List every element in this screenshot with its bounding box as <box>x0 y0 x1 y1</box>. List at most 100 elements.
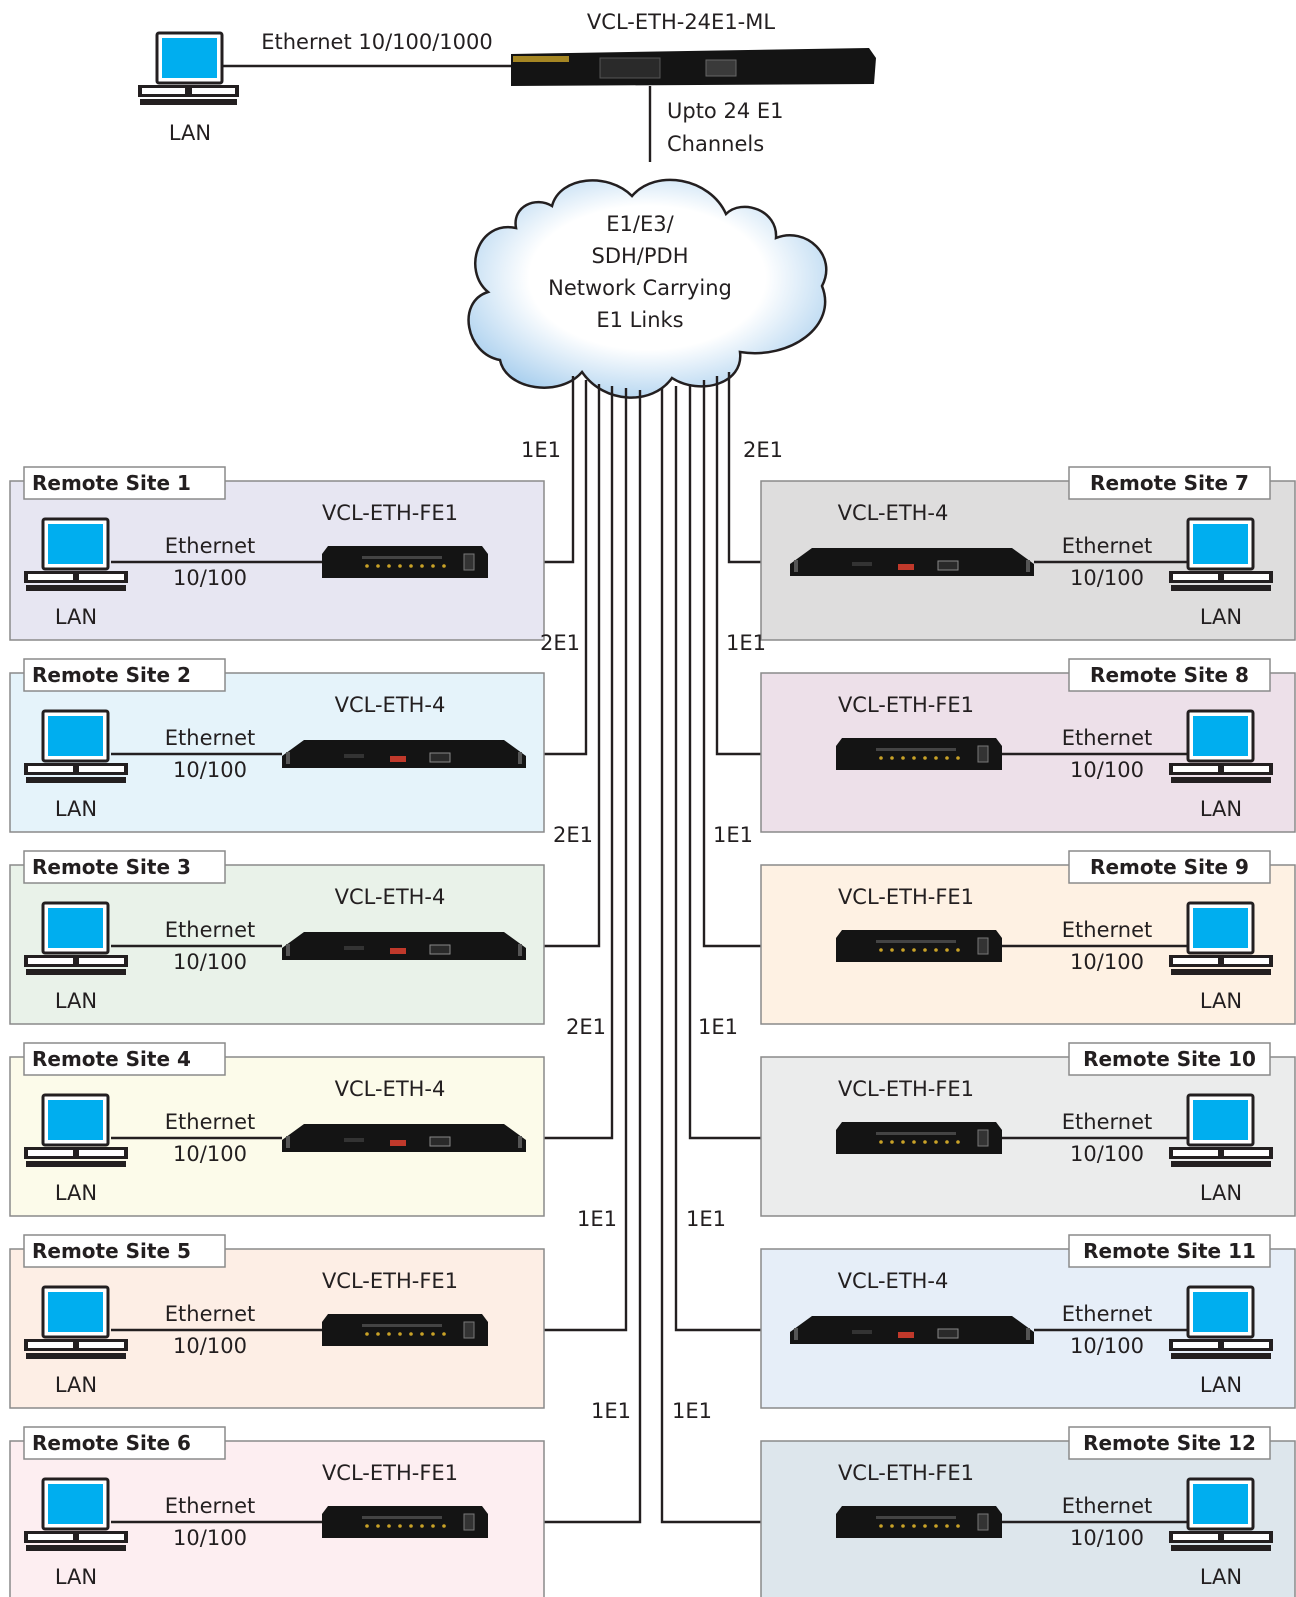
desktop-computer-icon <box>1169 901 1273 975</box>
desktop-computer-icon <box>1169 1477 1273 1551</box>
site-ethernet-label: Ethernet <box>165 726 255 750</box>
e1-link-label: 1E1 <box>726 631 766 655</box>
desktop-computer-icon <box>1169 1093 1273 1167</box>
site-device-label: VCL-ETH-FE1 <box>322 1269 458 1293</box>
vcl-eth-24e1-ml-device-icon <box>511 48 876 86</box>
site-ethernet-speed-label: 10/100 <box>173 758 247 782</box>
vcl-eth-4-device-icon <box>790 548 1034 576</box>
remote-site-3: Remote Site 3LANVCL-ETH-4Ethernet10/1002… <box>9 823 593 1025</box>
vcl-eth-4-device-icon <box>282 1124 526 1152</box>
site-lan-label: LAN <box>55 1373 97 1397</box>
site-device-label: VCL-ETH-4 <box>335 693 446 717</box>
site-title-tab <box>23 1426 226 1460</box>
vcl-eth-4-device-icon <box>282 932 526 960</box>
site-ethernet-speed-label: 10/100 <box>173 1142 247 1166</box>
hub-device-label: VCL-ETH-24E1-ML <box>587 10 775 34</box>
vcl-eth-fe1-device-icon <box>836 930 1002 962</box>
site-ethernet-label: Ethernet <box>1062 918 1152 942</box>
site-ethernet-speed-label: 10/100 <box>173 1334 247 1358</box>
site-device-label: VCL-ETH-4 <box>838 501 949 525</box>
site-title-tab <box>23 466 226 500</box>
site-title: Remote Site 11 <box>1083 1239 1256 1263</box>
e1-link-label: 1E1 <box>591 1399 631 1423</box>
link-wire-site-4 <box>544 386 614 1140</box>
site-title: Remote Site 9 <box>1090 855 1249 879</box>
network-cloud-icon: E1/E3/ SDH/PDH Network Carrying E1 Links <box>467 178 828 399</box>
vcl-eth-fe1-device-icon <box>836 1506 1002 1538</box>
e1-link-label: 1E1 <box>686 1207 726 1231</box>
site-title-tab <box>1068 466 1271 500</box>
site-lan-label: LAN <box>55 1181 97 1205</box>
site-ethernet-speed-label: 10/100 <box>1070 1142 1144 1166</box>
site-device-label: VCL-ETH-FE1 <box>838 1461 974 1485</box>
site-ethernet-label: Ethernet <box>165 1110 255 1134</box>
site-ethernet-speed-label: 10/100 <box>173 950 247 974</box>
cloud-label-1: E1/E3/ <box>606 212 674 236</box>
link-wire-site-6 <box>544 390 642 1524</box>
site-ethernet-label: Ethernet <box>165 918 255 942</box>
site-title: Remote Site 1 <box>32 471 191 495</box>
e1-link-label: 1E1 <box>672 1399 712 1423</box>
site-title-tab <box>1068 1042 1271 1076</box>
remote-site-8: Remote Site 8LANVCL-ETH-FE1Ethernet10/10… <box>726 631 1296 833</box>
site-ethernet-speed-label: 10/100 <box>1070 758 1144 782</box>
remote-site-9: Remote Site 9LANVCL-ETH-FE1Ethernet10/10… <box>713 823 1296 1025</box>
site-lan-label: LAN <box>1200 1181 1242 1205</box>
vcl-eth-fe1-device-icon <box>322 1314 488 1346</box>
site-title-tab <box>1068 850 1271 884</box>
site-device-label: VCL-ETH-FE1 <box>322 1461 458 1485</box>
site-title: Remote Site 4 <box>32 1047 191 1071</box>
vcl-eth-fe1-device-icon <box>836 1122 1002 1154</box>
remote-site-7: Remote Site 7LANVCL-ETH-4Ethernet10/1002… <box>743 438 1296 641</box>
site-lan-label: LAN <box>55 989 97 1013</box>
site-title: Remote Site 6 <box>32 1431 191 1455</box>
vcl-eth-4-device-icon <box>282 740 526 768</box>
remote-site-10: Remote Site 10LANVCL-ETH-FE1Ethernet10/1… <box>698 1015 1296 1217</box>
vcl-eth-fe1-device-icon <box>322 1506 488 1538</box>
site-title: Remote Site 10 <box>1083 1047 1256 1071</box>
hub-lan-label: LAN <box>169 121 211 145</box>
site-ethernet-speed-label: 10/100 <box>1070 950 1144 974</box>
hub-ethernet-label: Ethernet 10/100/1000 <box>261 30 493 54</box>
site-title: Remote Site 3 <box>32 855 191 879</box>
site-ethernet-label: Ethernet <box>165 1302 255 1326</box>
site-title: Remote Site 5 <box>32 1239 191 1263</box>
link-wire-site-2 <box>544 380 588 756</box>
desktop-computer-icon <box>1169 1285 1273 1359</box>
desktop-computer-icon <box>24 517 128 591</box>
site-ethernet-label: Ethernet <box>1062 1302 1152 1326</box>
cloud-label-4: E1 Links <box>596 308 683 332</box>
site-device-label: VCL-ETH-4 <box>335 1077 446 1101</box>
site-title-tab <box>1068 1426 1271 1460</box>
remote-site-6: Remote Site 6LANVCL-ETH-FE1Ethernet10/10… <box>9 1399 631 1597</box>
site-title: Remote Site 12 <box>1083 1431 1256 1455</box>
site-lan-label: LAN <box>1200 605 1242 629</box>
site-title: Remote Site 2 <box>32 663 191 687</box>
site-ethernet-label: Ethernet <box>1062 1110 1152 1134</box>
site-lan-label: LAN <box>1200 1373 1242 1397</box>
remote-site-1: Remote Site 1LANVCL-ETH-FE1Ethernet10/10… <box>9 438 561 641</box>
site-lan-label: LAN <box>1200 1565 1242 1589</box>
cloud-label-3: Network Carrying <box>548 276 732 300</box>
desktop-computer-icon <box>24 1285 128 1359</box>
site-title: Remote Site 8 <box>1090 663 1249 687</box>
desktop-computer-icon <box>1169 709 1273 783</box>
site-lan-label: LAN <box>55 797 97 821</box>
site-lan-label: LAN <box>55 605 97 629</box>
hub-uplink-label-2: Channels <box>667 132 764 156</box>
vcl-eth-4-device-icon <box>790 1316 1034 1344</box>
e1-link-label: 2E1 <box>540 631 580 655</box>
site-title-tab <box>1068 658 1271 692</box>
e1-link-label: 1E1 <box>713 823 753 847</box>
e1-link-label: 2E1 <box>566 1015 606 1039</box>
desktop-computer-icon <box>24 1093 128 1167</box>
remote-site-12: Remote Site 12LANVCL-ETH-FE1Ethernet10/1… <box>672 1399 1296 1597</box>
desktop-computer-icon <box>1169 517 1273 591</box>
site-ethernet-speed-label: 10/100 <box>1070 1526 1144 1550</box>
site-title-tab <box>23 1234 226 1268</box>
desktop-computer-icon <box>24 901 128 975</box>
link-wire-site-1 <box>544 376 575 564</box>
site-lan-label: LAN <box>1200 989 1242 1013</box>
